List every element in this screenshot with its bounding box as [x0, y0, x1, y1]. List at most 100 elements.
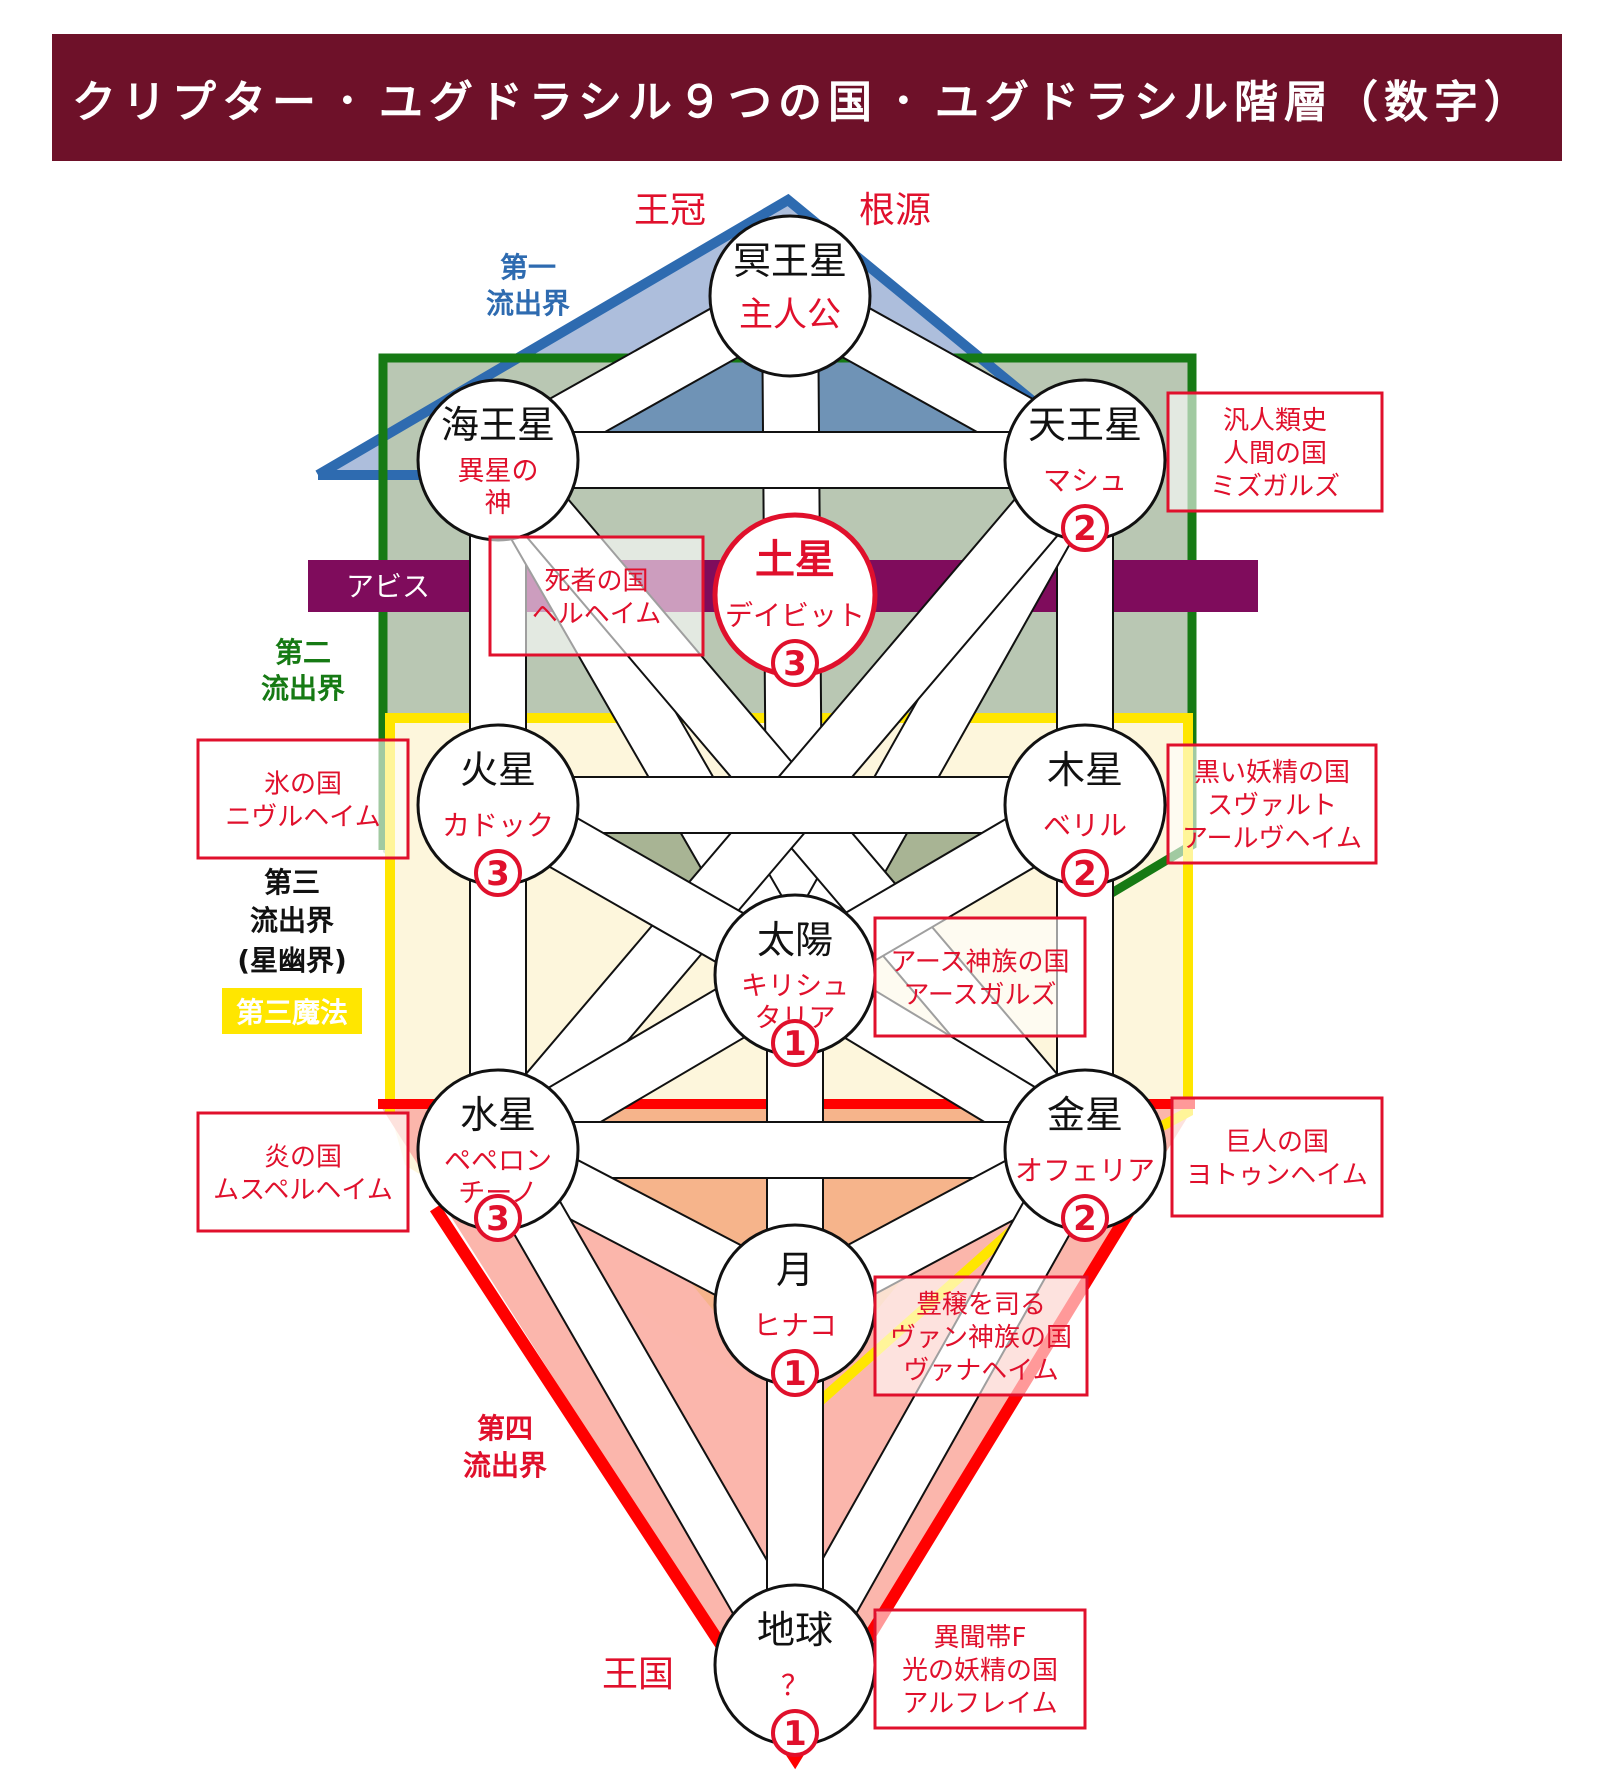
kingdom-label: 王国	[602, 1654, 674, 1695]
world3-label-line3: (星幽界)	[237, 944, 347, 977]
tree-nodes: 冥王星主人公海王星異星の神天王星マシュ2土星デイビット3火星カドック3木星ベリル…	[416, 214, 1167, 1757]
node-planet-label: 金星	[1047, 1093, 1123, 1137]
node-circle	[708, 214, 872, 378]
realm-box-frame	[873, 1608, 1087, 1730]
realm-text: ヴァナヘイム	[903, 1356, 1058, 1386]
node-person-label: ベリル	[1043, 809, 1127, 842]
rank-number: 2	[1073, 509, 1097, 549]
rank-number: 1	[783, 1354, 807, 1394]
header-title-hierarchy: ユグドラシル階層（数字）	[934, 76, 1534, 128]
node-planet-label: 水星	[460, 1093, 536, 1137]
realm-text: ニヴルヘイム	[225, 803, 380, 833]
realm-text: 死者の国	[544, 567, 648, 597]
realm-box-frame	[196, 1111, 410, 1233]
node-person-label: ？	[781, 1669, 809, 1702]
node-person-label: ペペロン	[444, 1146, 552, 1177]
realm-text: ミズガルズ	[1210, 472, 1340, 502]
node-person-label: キリシュ	[741, 971, 849, 1002]
crown-label: 王冠	[634, 190, 706, 231]
realm-box-frame	[1166, 391, 1384, 513]
second-emanation-border	[378, 353, 1197, 904]
realm-text: ヨトゥンヘイム	[1186, 1161, 1367, 1191]
realm-text: 人間の国	[1223, 439, 1327, 469]
world4-label-line2: 流出界	[463, 1449, 547, 1482]
third-magic-label: 第三魔法	[236, 996, 348, 1029]
node-person-label: ヒナコ	[753, 1309, 837, 1342]
rank-badge	[474, 1194, 522, 1242]
world3-label-line1: 第三	[264, 866, 320, 899]
node-person-label: 主人公	[739, 295, 841, 335]
rank-badge	[1061, 849, 1109, 897]
rank-badge	[771, 1349, 819, 1397]
rank-badge	[1061, 1194, 1109, 1242]
node-person-label: オフェリア	[1015, 1154, 1155, 1187]
third-magic-badge	[222, 988, 362, 1034]
page-header: クリプター ・ ユグドラシル９つの国 ・ ユグドラシル階層（数字）	[52, 34, 1562, 161]
realm-text: 豊穣を司る	[916, 1290, 1046, 1320]
header-title-nine-realms: ユグドラシル９つの国	[378, 76, 878, 128]
origin-label: 根源	[859, 190, 931, 231]
world1-label-line1: 第一	[500, 251, 556, 284]
tree-path-neptune-uranus	[497, 431, 1086, 489]
node-planet-label: 天王星	[1028, 403, 1142, 447]
header-title-crypter: クリプター	[72, 76, 322, 128]
header-separator: ・	[885, 80, 928, 122]
realm-text: 巨人の国	[1225, 1128, 1329, 1158]
side-labels: 王冠 根源 王国 第一 流出界 第二 流出界 第三 流出界 (星幽界) 第三魔法…	[222, 190, 931, 1695]
node-planet-label: 土星	[755, 537, 835, 583]
realm-text: スヴァルト	[1207, 791, 1337, 821]
node-planet-label: 太陽	[757, 918, 833, 962]
node-planet-label: 地球	[757, 1608, 833, 1652]
rank-badge	[474, 849, 522, 897]
node-planet-label: 冥王星	[733, 239, 847, 283]
node-planet-label: 海王星	[441, 403, 555, 447]
rank-badge	[771, 639, 819, 687]
rank-number: 2	[1073, 1199, 1097, 1239]
rank-number: 3	[783, 644, 807, 684]
node-person-label: デイビット	[725, 599, 865, 632]
realm-text: 異聞帯F	[934, 1623, 1027, 1653]
realm-text: 汎人類史	[1223, 406, 1327, 436]
realm-box-frame	[873, 916, 1087, 1038]
node-person-label: カドック	[442, 809, 554, 842]
realm-text: ムスペルヘイム	[213, 1176, 393, 1206]
realm-box-frame	[196, 738, 410, 860]
realm-text: アールヴヘイム	[1182, 824, 1362, 854]
realm-box-frame	[1170, 1096, 1384, 1218]
realm-text: アース神族の国	[890, 948, 1069, 978]
rank-badge	[1061, 504, 1109, 552]
realm-text: 黒い妖精の国	[1194, 758, 1350, 788]
rank-badge	[771, 1019, 819, 1067]
world1-label-line2: 流出界	[486, 287, 570, 320]
world3-label-line2: 流出界	[250, 904, 334, 937]
world2-label-line2: 流出界	[261, 672, 345, 705]
world2-label-line1: 第二	[275, 636, 331, 669]
realm-text: アルフレイム	[902, 1689, 1057, 1719]
abyss-label: アビス	[346, 570, 430, 603]
node-person-label: 神	[485, 488, 512, 519]
node-planet-label: 木星	[1047, 748, 1123, 792]
realm-text: 炎の国	[264, 1143, 342, 1173]
node-earth: 地球？1	[713, 1583, 877, 1757]
realm-text: ヴァン神族の国	[890, 1323, 1072, 1353]
header-separator: ・	[329, 80, 372, 122]
node-planet-label: 月	[776, 1248, 814, 1292]
realm-text: 氷の国	[264, 770, 342, 800]
realm-text: ヘルヘイム	[532, 600, 661, 630]
rank-number: 3	[486, 1199, 510, 1239]
realm-text: 光の妖精の国	[902, 1656, 1058, 1686]
